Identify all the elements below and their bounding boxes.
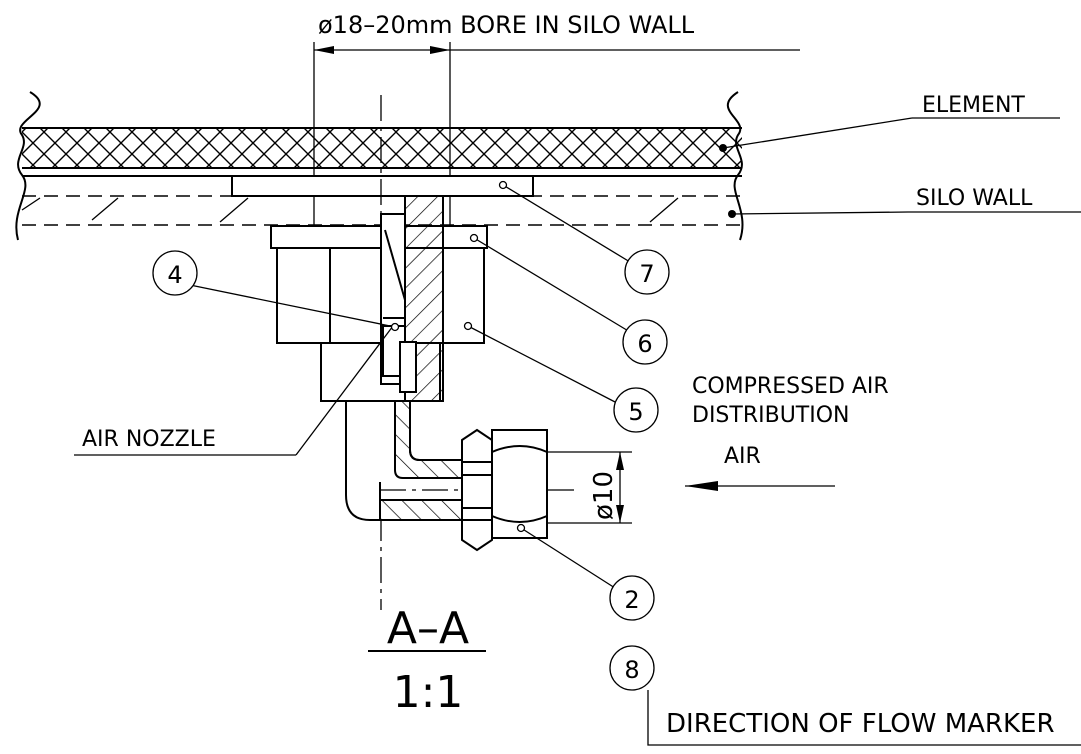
- svg-text:8: 8: [624, 656, 639, 684]
- svg-text:2: 2: [624, 586, 639, 614]
- balloon-2: 2: [516, 523, 655, 621]
- svg-text:6: 6: [637, 330, 652, 358]
- element-callout: ELEMENT: [719, 93, 1060, 152]
- section-title: A–A 1:1: [368, 603, 486, 718]
- balloon-7: 7: [498, 180, 670, 295]
- flow-marker-box: DIRECTION OF FLOW MARKER: [647, 690, 1081, 746]
- compressed-air-callout: COMPRESSED AIR DISTRIBUTION: [692, 374, 889, 428]
- compressed-air-line2: DISTRIBUTION: [692, 403, 850, 428]
- element-label: ELEMENT: [922, 93, 1025, 118]
- flow-marker-label: DIRECTION OF FLOW MARKER: [666, 709, 1055, 739]
- nozzle-bolt: [380, 195, 444, 402]
- compressed-air-line1: COMPRESSED AIR: [692, 374, 889, 399]
- bore-label: ø18–20mm BORE IN SILO WALL: [318, 11, 695, 39]
- diameter-label: ø10: [589, 471, 619, 520]
- air-nozzle-callout: AIR NOZZLE: [74, 325, 394, 456]
- scale-label: 1:1: [393, 667, 464, 718]
- washer-6: [270, 225, 488, 249]
- balloon-8: 8: [609, 645, 655, 691]
- bore-dimension: ø18–20mm BORE IN SILO WALL: [313, 11, 800, 225]
- svg-text:5: 5: [628, 398, 643, 426]
- fitting-2: [461, 428, 548, 552]
- air-label: AIR: [724, 444, 761, 469]
- svg-text:7: 7: [639, 260, 654, 288]
- diameter-dimension: ø10: [547, 451, 632, 524]
- element-layer: [15, 91, 744, 241]
- plate-7: [231, 175, 534, 197]
- svg-text:4: 4: [167, 261, 182, 289]
- air-arrow: AIR: [685, 444, 835, 491]
- balloon-6: 6: [469, 233, 668, 365]
- balloon-4: 4: [152, 250, 400, 332]
- air-nozzle-label: AIR NOZZLE: [82, 427, 216, 452]
- section-label: A–A: [387, 603, 469, 654]
- balloon-5: 5: [463, 321, 659, 433]
- silo-wall-label: SILO WALL: [916, 186, 1033, 211]
- silo-wall-callout: SILO WALL: [728, 186, 1081, 218]
